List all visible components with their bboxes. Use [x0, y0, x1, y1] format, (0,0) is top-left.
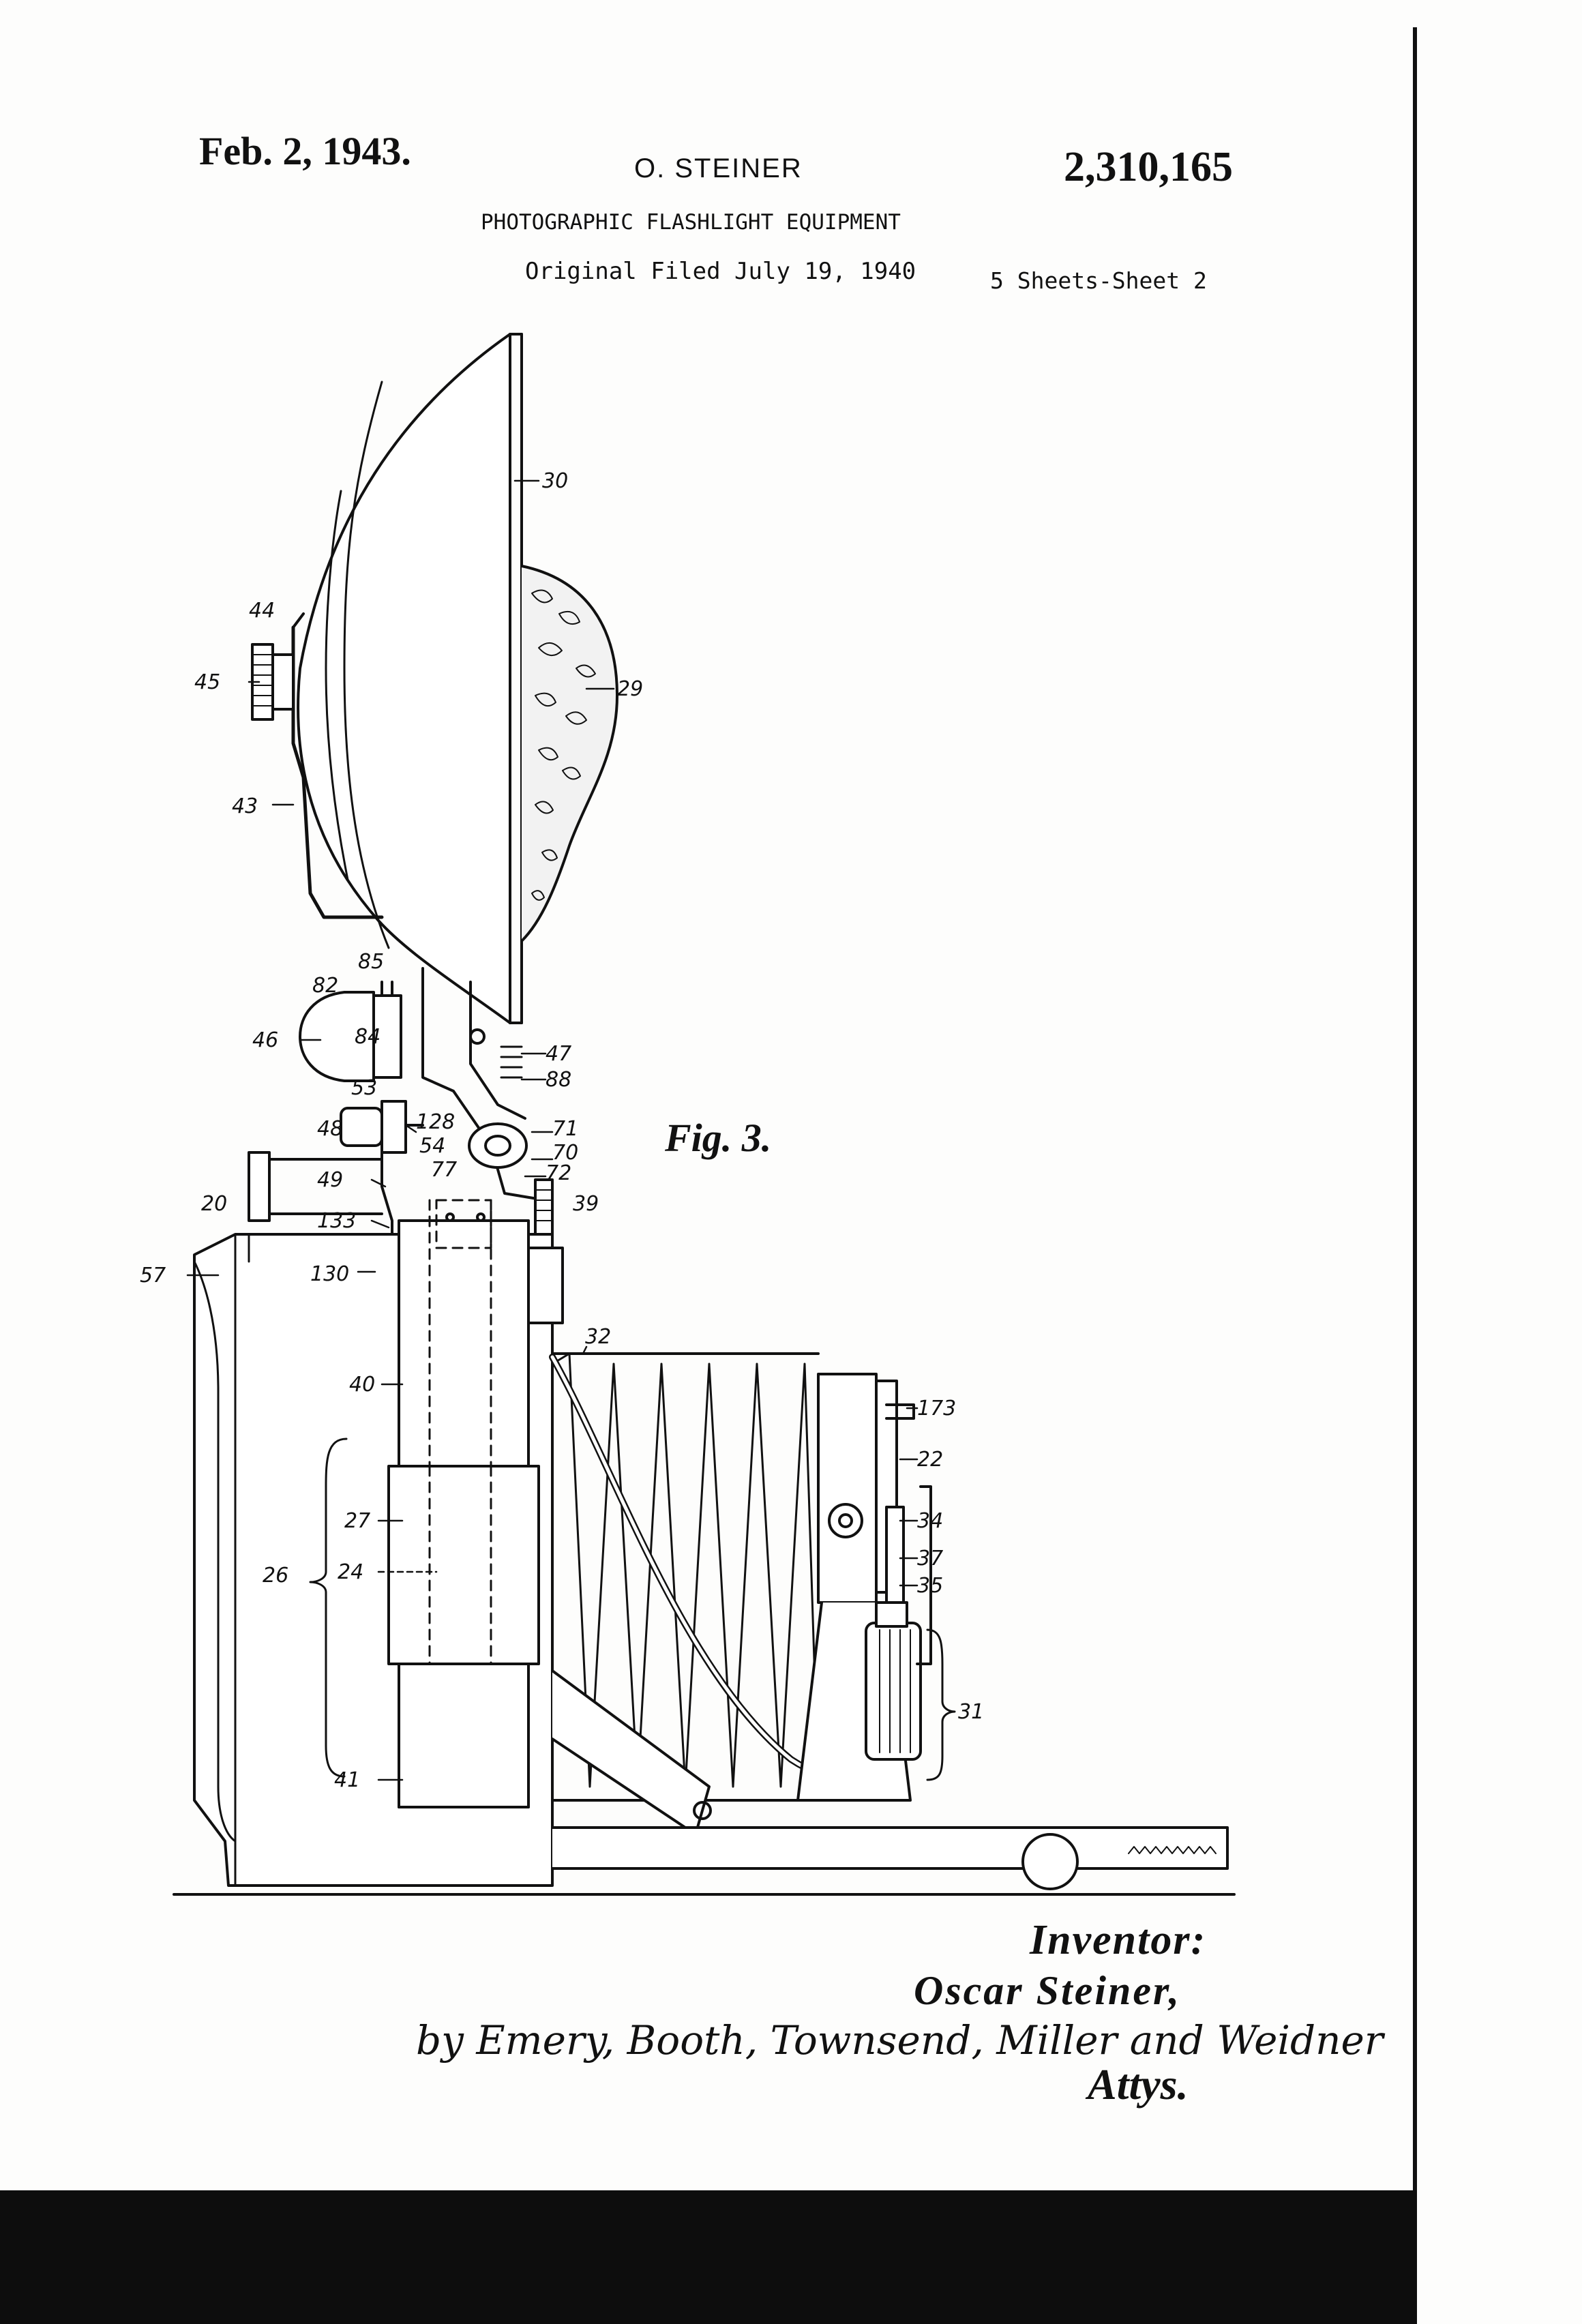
- ref-54: 54: [419, 1134, 445, 1158]
- ref-45: 45: [194, 670, 220, 694]
- ref-57: 57: [140, 1264, 166, 1287]
- attorneys-signature: by Emery, Booth, Townsend, Miller and We…: [416, 2017, 1384, 2064]
- band-27: [387, 1465, 540, 1665]
- flash-lamp-29: [520, 565, 618, 942]
- ref-22: 22: [917, 1448, 943, 1472]
- ref-20: 20: [201, 1192, 227, 1216]
- ref-49: 49: [317, 1168, 343, 1192]
- ref-84: 84: [355, 1025, 380, 1049]
- reflector-30: [297, 333, 511, 1024]
- ref-40: 40: [349, 1373, 375, 1397]
- ref-53: 53: [351, 1076, 377, 1100]
- ref-35: 35: [917, 1574, 943, 1598]
- bed-track: [551, 1826, 1229, 1870]
- reflector-mount: [421, 967, 547, 1202]
- battery-31: [865, 1622, 922, 1761]
- ref-29: 29: [617, 677, 643, 701]
- ref-128: 128: [416, 1110, 455, 1134]
- ref-70: 70: [552, 1141, 578, 1165]
- inventor-name: Oscar Steiner,: [914, 1968, 1182, 2013]
- filing-date: Original Filed July 19, 1940: [525, 258, 916, 285]
- inventor-header: O. STEINER: [634, 153, 803, 183]
- ref-24: 24: [338, 1560, 363, 1584]
- ref-72: 72: [546, 1161, 571, 1185]
- ref-31: 31: [958, 1700, 984, 1724]
- patent-date: Feb. 2, 1943.: [199, 129, 411, 173]
- patent-title: PHOTOGRAPHIC FLASHLIGHT EQUIPMENT: [481, 210, 901, 235]
- ref-47: 47: [546, 1042, 571, 1066]
- ref-133: 133: [317, 1209, 356, 1233]
- right-scan-border: [1413, 27, 1417, 2324]
- ref-30: 30: [542, 469, 568, 493]
- ref-43: 43: [232, 794, 258, 818]
- ref-130: 130: [310, 1262, 349, 1286]
- ref-77: 77: [431, 1158, 457, 1182]
- ref-82: 82: [312, 974, 338, 998]
- figure-label: Fig. 3.: [665, 1116, 772, 1160]
- ref-39: 39: [573, 1192, 599, 1216]
- ref-71: 71: [552, 1117, 578, 1141]
- knob-70: [468, 1122, 528, 1169]
- ref-34: 34: [917, 1509, 943, 1533]
- bottom-scan-border: [0, 2190, 1417, 2324]
- ref-44: 44: [249, 599, 275, 623]
- lens-standard-22: [817, 1373, 878, 1604]
- ref-27: 27: [344, 1509, 370, 1533]
- ref-37: 37: [917, 1547, 943, 1570]
- ref-41: 41: [334, 1768, 360, 1792]
- patent-number: 2,310,165: [1064, 144, 1233, 190]
- attorneys-label: Attys.: [1088, 2060, 1189, 2109]
- ref-48: 48: [317, 1117, 343, 1141]
- ref-88: 88: [546, 1068, 571, 1092]
- inventor-label: Inventor:: [1030, 1917, 1207, 1963]
- sheet-count: 5 Sheets-Sheet 2: [990, 267, 1207, 294]
- ref-46: 46: [252, 1028, 278, 1052]
- bracket-43: [291, 625, 384, 919]
- ref-26: 26: [263, 1564, 288, 1588]
- lamp-46: [299, 991, 375, 1082]
- ref-32: 32: [585, 1325, 611, 1349]
- ref-85: 85: [358, 950, 384, 974]
- ref-173: 173: [917, 1397, 956, 1420]
